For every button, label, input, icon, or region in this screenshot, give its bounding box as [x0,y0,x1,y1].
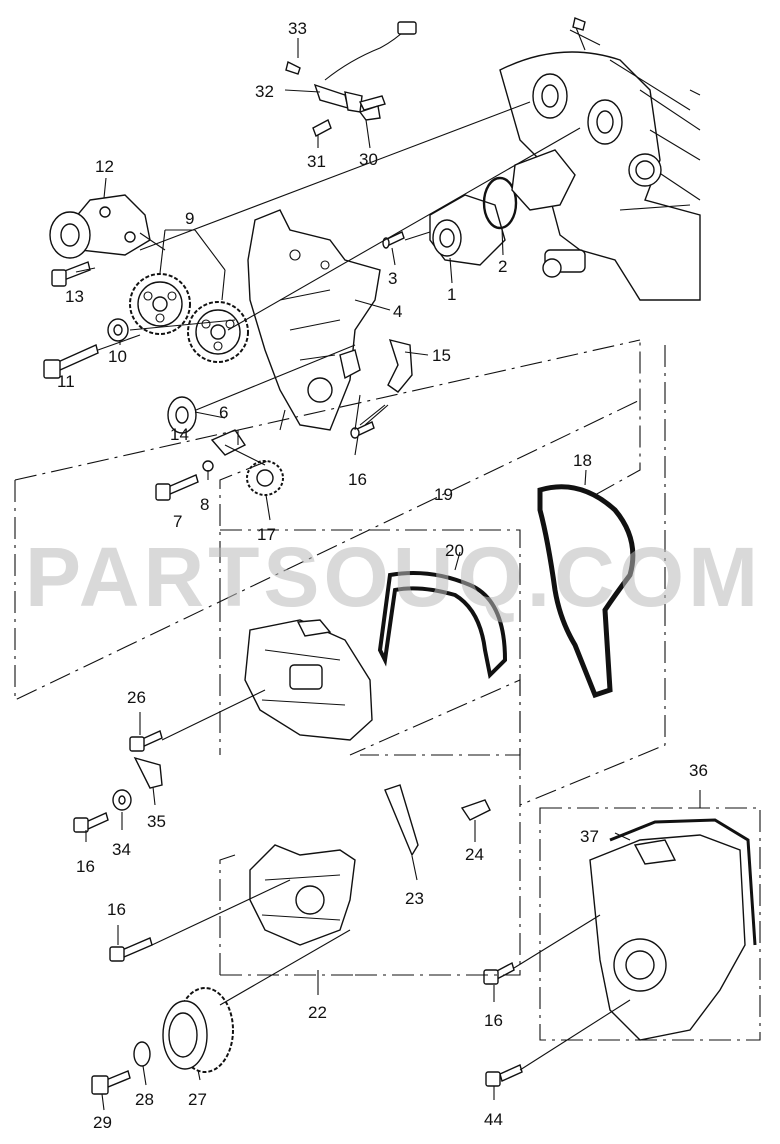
pump-gasket [482,176,518,230]
lower-rear-cover [249,844,356,946]
sensor-assembly [285,21,417,137]
leader-lines [75,38,701,1111]
label-37: 37 [580,827,599,846]
belt-tensioner [49,194,151,259]
label-17: 17 [257,525,276,544]
pulley-bolt [91,1070,131,1095]
label-22: 22 [308,1003,327,1022]
bolt-16-mid [109,937,153,962]
label-7: 7 [173,512,182,531]
crank-gear [246,460,284,496]
label-16: 16 [484,1011,503,1030]
label-6: 6 [219,403,228,422]
idler-washer [202,460,214,472]
cover-bracket [387,339,413,393]
label-2: 2 [498,257,507,276]
tensioner-bolt [51,261,91,287]
label-18: 18 [573,451,592,470]
cam-sprocket-right [187,301,249,363]
idler-spacer [210,429,247,456]
label-33: 33 [288,19,307,38]
label-16: 16 [76,857,95,876]
label-27: 27 [188,1090,207,1109]
explode-lines [97,101,631,1071]
label-34: 34 [112,840,131,859]
upper-front-cover [244,619,373,741]
label-30: 30 [359,150,378,169]
label-32: 32 [255,82,274,101]
label-26: 26 [127,688,146,707]
label-35: 35 [147,812,166,831]
label-13: 13 [65,287,84,306]
label-44: 44 [484,1110,503,1129]
label-1: 1 [447,285,456,304]
lower-front-cover [589,834,746,1041]
upper-cover-bolt [129,730,163,752]
lower-cover-clip [460,799,491,821]
bolt-16-right [483,961,515,985]
label-20: 20 [445,541,464,560]
label-16: 16 [107,900,126,919]
upper-cover-seal [377,570,508,680]
timing-belt [537,484,636,699]
label-36: 36 [689,761,708,780]
water-pump [429,194,506,266]
label-4: 4 [393,302,402,321]
cover-clip [339,349,361,380]
bolt-44 [485,1064,523,1087]
lower-cover-strip [384,784,419,857]
label-23: 23 [405,889,424,908]
label-10: 10 [108,347,127,366]
label-19: 19 [434,485,453,504]
label-8: 8 [200,495,209,514]
label-16: 16 [348,470,367,489]
label-12: 12 [95,157,114,176]
camshaft-ends [532,73,623,145]
timing-belt-inner [544,491,629,690]
assembly-outlines [14,204,761,1041]
label-29: 29 [93,1113,112,1132]
label-15: 15 [432,346,451,365]
pulley-washer [133,1041,151,1067]
housing-pieces [511,149,576,211]
idler-bolt [155,474,199,501]
label-28: 28 [135,1090,154,1109]
cover-bolt-upper [350,421,375,439]
watermark: PARTSOUQ.COM [25,530,762,624]
cam-sprocket-left [129,273,191,335]
label-3: 3 [388,269,397,288]
label-9: 9 [185,209,194,228]
label-14: 14 [170,425,189,444]
bolt-16-left [73,812,109,833]
washer-hole [113,324,123,336]
idler-pulley [167,396,197,434]
sprocket-bolt [43,344,99,379]
label-11: 11 [57,372,75,391]
label-24: 24 [465,845,484,864]
label-31: 31 [307,152,326,171]
crankshaft-pulley [162,987,234,1073]
cover-bracket-small [133,756,163,789]
washer-34 [112,789,132,811]
part-labels: 33 32 31 30 12 9 3 2 1 13 4 15 10 11 6 1… [57,19,708,1132]
lower-cover-gasket [609,818,757,946]
